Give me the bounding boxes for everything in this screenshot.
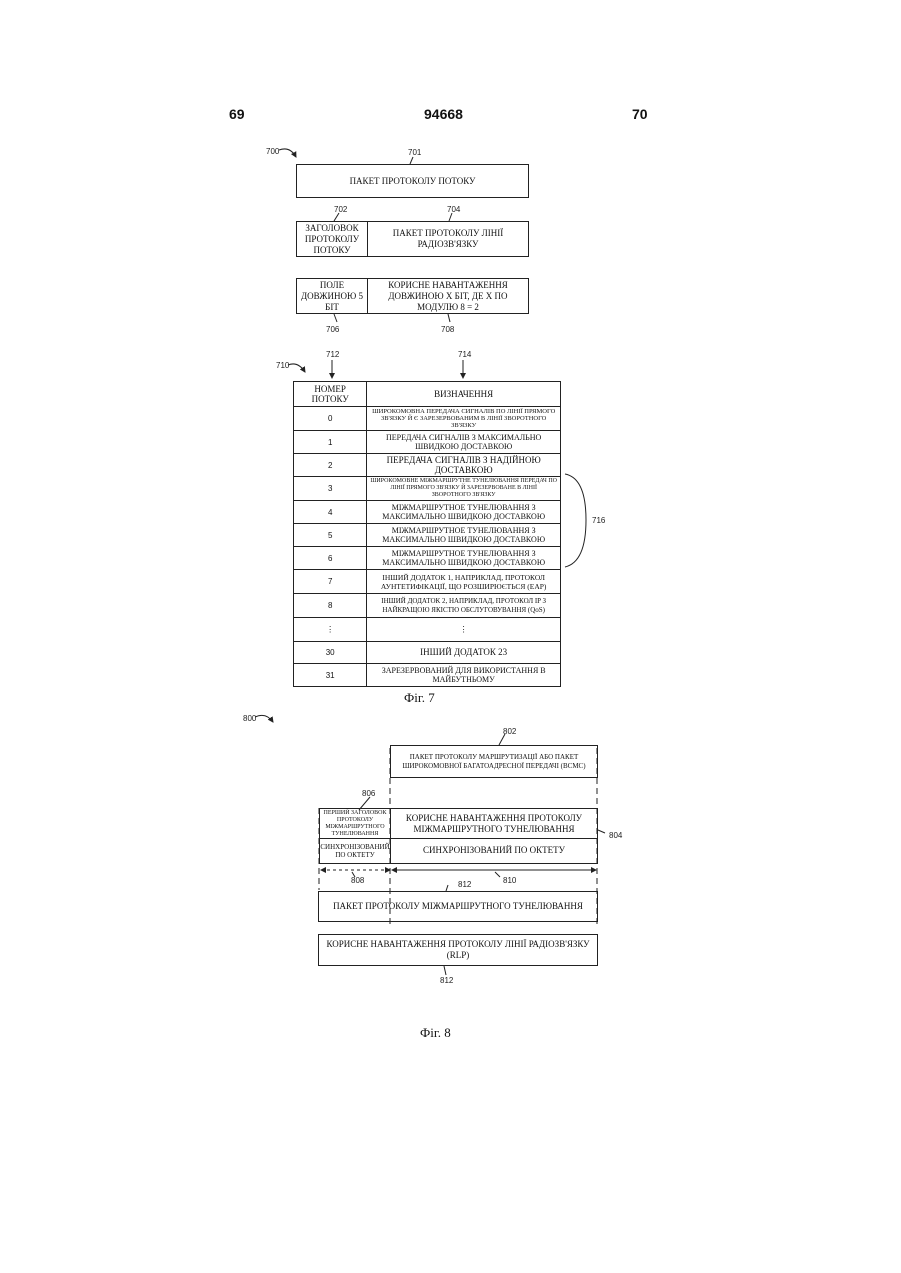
table-header-row: НОМЕР ПОТОКУ ВИЗНАЧЕННЯ bbox=[294, 382, 561, 407]
stream-number: 2 bbox=[294, 454, 367, 477]
tunnel-header-label: ПЕРШИЙ ЗАГОЛОВОК ПРОТОКОЛУ МІЖМАРШРУТНОГ… bbox=[320, 810, 390, 838]
ref-700: 700 bbox=[266, 147, 279, 156]
octet-sync-left-box: СИНХРОНІЗОВАНИЙ ПО ОКТЕТУ bbox=[319, 838, 391, 864]
ref-806: 806 bbox=[362, 789, 375, 798]
stream-definition: ІНШИЙ ДОДАТОК 1, НАПРИКЛАД, ПРОТОКОЛ АУН… bbox=[367, 570, 561, 594]
payload-box: КОРИСНЕ НАВАНТАЖЕННЯ ДОВЖИНОЮ X БІТ, ДЕ … bbox=[367, 278, 529, 314]
rlp-payload-label: КОРИСНЕ НАВАНТАЖЕННЯ ПРОТОКОЛУ ЛІНІЇ РАД… bbox=[319, 939, 597, 961]
table-row: 4МІЖМАРШРУТНОЕ ТУНЕЛЮВАННЯ З МАКСИМАЛЬНО… bbox=[294, 501, 561, 524]
ref-812-top: 812 bbox=[458, 880, 471, 889]
tunnel-payload-box: КОРИСНЕ НАВАНТАЖЕННЯ ПРОТОКОЛУ МІЖМАРШРУ… bbox=[390, 808, 598, 839]
ref-714: 714 bbox=[458, 350, 471, 359]
stream-definition: МІЖМАРШРУТНОЕ ТУНЕЛЮВАННЯ З МАКСИМАЛЬНО … bbox=[367, 524, 561, 547]
ref-810: 810 bbox=[503, 876, 516, 885]
ref-710: 710 bbox=[276, 361, 289, 370]
tunnel-packet-box: ПАКЕТ ПРОТОКОЛУ МІЖМАРШРУТНОГО ТУНЕЛЮВАН… bbox=[318, 891, 598, 922]
table-row: 3ШИРОКОМОВНЕ МІЖМАРШРУТНЕ ТУНЕЛЮВАННЯ ПЕ… bbox=[294, 477, 561, 501]
stream-definition: МІЖМАРШРУТНОЕ ТУНЕЛЮВАННЯ З МАКСИМАЛЬНО … bbox=[367, 501, 561, 524]
tunnel-packet-label: ПАКЕТ ПРОТОКОЛУ МІЖМАРШРУТНОГО ТУНЕЛЮВАН… bbox=[333, 901, 583, 912]
table-row: 0ШИРОКОМОВНА ПЕРЕДАЧА СИГНАЛІВ ПО ЛІНІЇ … bbox=[294, 407, 561, 431]
col-definition: ВИЗНАЧЕННЯ bbox=[367, 382, 561, 407]
ref-704: 704 bbox=[447, 205, 460, 214]
octet-sync-left-label: СИНХРОНІЗОВАНИЙ ПО ОКТЕТУ bbox=[320, 843, 390, 859]
table-row: 7ІНШИЙ ДОДАТОК 1, НАПРИКЛАД, ПРОТОКОЛ АУ… bbox=[294, 570, 561, 594]
stream-number: ⋮ bbox=[294, 618, 367, 642]
stream-definition: МІЖМАРШРУТНОЕ ТУНЕЛЮВАННЯ З МАКСИМАЛЬНО … bbox=[367, 547, 561, 570]
tunnel-payload-label: КОРИСНЕ НАВАНТАЖЕННЯ ПРОТОКОЛУ МІЖМАРШРУ… bbox=[391, 813, 597, 835]
payload-label: КОРИСНЕ НАВАНТАЖЕННЯ ДОВЖИНОЮ X БІТ, ДЕ … bbox=[368, 280, 528, 313]
table-row: 2ПЕРЕДАЧА СИГНАЛІВ З НАДІЙНОЮ ДОСТАВКОЮ bbox=[294, 454, 561, 477]
stream-definition: ІНШИЙ ДОДАТОК 2, НАПРИКЛАД, ПРОТОКОЛ IP … bbox=[367, 594, 561, 618]
stream-definition-table: НОМЕР ПОТОКУ ВИЗНАЧЕННЯ 0ШИРОКОМОВНА ПЕР… bbox=[293, 381, 561, 687]
table-row: 31ЗАРЕЗЕРВОВАНИЙ ДЛЯ ВИКОРИСТАННЯ В МАЙБ… bbox=[294, 664, 561, 687]
stream-number: 3 bbox=[294, 477, 367, 501]
stream-number: 0 bbox=[294, 407, 367, 431]
routing-packet-box: ПАКЕТ ПРОТОКОЛУ МАРШРУТИЗАЦІЇ АБО ПАКЕТ … bbox=[390, 745, 598, 778]
stream-number: 1 bbox=[294, 431, 367, 454]
stream-definition: ЗАРЕЗЕРВОВАНИЙ ДЛЯ ВИКОРИСТАННЯ В МАЙБУТ… bbox=[367, 664, 561, 687]
stream-definition: ПЕРЕДАЧА СИГНАЛІВ З МАКСИМАЛЬНО ШВИДКОЮ … bbox=[367, 431, 561, 454]
ref-712: 712 bbox=[326, 350, 339, 359]
stream-number: 5 bbox=[294, 524, 367, 547]
figure-8-caption: Фіг. 8 bbox=[420, 1025, 451, 1041]
stream-number: 8 bbox=[294, 594, 367, 618]
stream-number: 6 bbox=[294, 547, 367, 570]
table-row: 1ПЕРЕДАЧА СИГНАЛІВ З МАКСИМАЛЬНО ШВИДКОЮ… bbox=[294, 431, 561, 454]
col-stream-number: НОМЕР ПОТОКУ bbox=[294, 382, 367, 407]
stream-number: 4 bbox=[294, 501, 367, 524]
stream-header-label: ЗАГОЛОВОК ПРОТОКОЛУ ПОТОКУ bbox=[297, 223, 367, 256]
stream-definition: ІНШИЙ ДОДАТОК 23 bbox=[367, 642, 561, 664]
ref-808: 808 bbox=[351, 876, 364, 885]
rlp-payload-box: КОРИСНЕ НАВАНТАЖЕННЯ ПРОТОКОЛУ ЛІНІЇ РАД… bbox=[318, 934, 598, 966]
octet-sync-right-box: СИНХРОНІЗОВАНИЙ ПО ОКТЕТУ bbox=[390, 838, 598, 864]
table-row: 8ІНШИЙ ДОДАТОК 2, НАПРИКЛАД, ПРОТОКОЛ IP… bbox=[294, 594, 561, 618]
tunnel-header-box: ПЕРШИЙ ЗАГОЛОВОК ПРОТОКОЛУ МІЖМАРШРУТНОГ… bbox=[319, 808, 391, 839]
stream-packet-label: ПАКЕТ ПРОТОКОЛУ ПОТОКУ bbox=[350, 176, 476, 187]
radio-link-packet-label: ПАКЕТ ПРОТОКОЛУ ЛІНІЇ РАДІОЗВ'ЯЗКУ bbox=[368, 228, 528, 250]
ref-812-bottom: 812 bbox=[440, 976, 453, 985]
ref-800: 800 bbox=[243, 714, 256, 723]
length-field-box: ПОЛЕ ДОВЖИНОЮ 5 БІТ bbox=[296, 278, 368, 314]
length-field-label: ПОЛЕ ДОВЖИНОЮ 5 БІТ bbox=[297, 280, 367, 313]
stream-definition: ⋮ bbox=[367, 618, 561, 642]
figure-7-caption: Фіг. 7 bbox=[404, 690, 435, 706]
stream-header-box: ЗАГОЛОВОК ПРОТОКОЛУ ПОТОКУ bbox=[296, 221, 368, 257]
octet-sync-right-label: СИНХРОНІЗОВАНИЙ ПО ОКТЕТУ bbox=[423, 845, 565, 856]
ref-706: 706 bbox=[326, 325, 339, 334]
stream-packet-box: ПАКЕТ ПРОТОКОЛУ ПОТОКУ bbox=[296, 164, 529, 198]
ref-701: 701 bbox=[408, 148, 421, 157]
table-row: ⋮⋮ bbox=[294, 618, 561, 642]
stream-number: 30 bbox=[294, 642, 367, 664]
stream-number: 31 bbox=[294, 664, 367, 687]
table-row: 5МІЖМАРШРУТНОЕ ТУНЕЛЮВАННЯ З МАКСИМАЛЬНО… bbox=[294, 524, 561, 547]
stream-number: 7 bbox=[294, 570, 367, 594]
table-row: 30ІНШИЙ ДОДАТОК 23 bbox=[294, 642, 561, 664]
ref-716: 716 bbox=[592, 516, 605, 525]
stream-definition: ШИРОКОМОВНЕ МІЖМАРШРУТНЕ ТУНЕЛЮВАННЯ ПЕР… bbox=[367, 477, 561, 501]
stream-definition: ШИРОКОМОВНА ПЕРЕДАЧА СИГНАЛІВ ПО ЛІНІЇ П… bbox=[367, 407, 561, 431]
stream-definition: ПЕРЕДАЧА СИГНАЛІВ З НАДІЙНОЮ ДОСТАВКОЮ bbox=[367, 454, 561, 477]
radio-link-packet-box: ПАКЕТ ПРОТОКОЛУ ЛІНІЇ РАДІОЗВ'ЯЗКУ bbox=[367, 221, 529, 257]
routing-packet-label: ПАКЕТ ПРОТОКОЛУ МАРШРУТИЗАЦІЇ АБО ПАКЕТ … bbox=[391, 753, 597, 771]
ref-702: 702 bbox=[334, 205, 347, 214]
ref-708: 708 bbox=[441, 325, 454, 334]
table-row: 6МІЖМАРШРУТНОЕ ТУНЕЛЮВАННЯ З МАКСИМАЛЬНО… bbox=[294, 547, 561, 570]
ref-804: 804 bbox=[609, 831, 622, 840]
ref-802: 802 bbox=[503, 727, 516, 736]
